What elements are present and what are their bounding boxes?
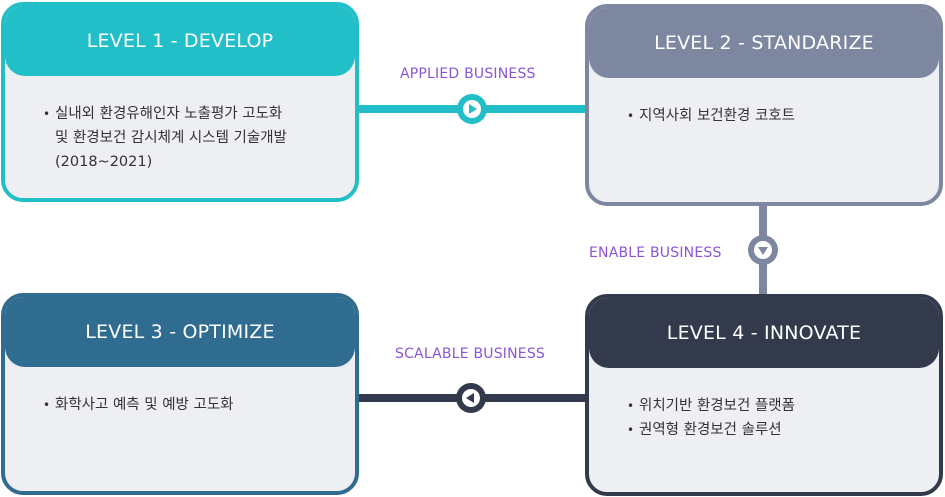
play-right-icon: [457, 94, 487, 124]
level-3-title: LEVEL 3 - OPTIMIZE: [5, 297, 355, 367]
list-item: 지역사회 보건환경 코호트: [627, 104, 939, 128]
connector-label-scalable: SCALABLE BUSINESS: [395, 346, 545, 362]
level-1-list: 실내외 환경유해인자 노출평가 고도화 및 환경보건 감시체계 시스템 기술개발…: [5, 76, 355, 174]
level-3-list: 화학사고 예측 및 예방 고도화: [5, 367, 355, 417]
play-left-icon: [456, 383, 486, 413]
level-4-card: LEVEL 4 - INNOVATE 위치기반 환경보건 플랫폼 권역형 환경보…: [585, 294, 943, 496]
level-1-card: LEVEL 1 - DEVELOP 실내외 환경유해인자 노출평가 고도화 및 …: [1, 2, 359, 202]
level-2-card: LEVEL 2 - STANDARIZE 지역사회 보건환경 코호트: [585, 4, 943, 206]
level-4-title: LEVEL 4 - INNOVATE: [589, 298, 939, 368]
play-down-icon: [748, 235, 778, 265]
level-2-list: 지역사회 보건환경 코호트: [589, 78, 939, 128]
level-4-list: 위치기반 환경보건 플랫폼 권역형 환경보건 솔루션: [589, 368, 939, 442]
list-item: 권역형 환경보건 솔루션: [627, 418, 939, 442]
connector-label-enable: ENABLE BUSINESS: [589, 245, 722, 261]
list-item: 위치기반 환경보건 플랫폼: [627, 394, 939, 418]
connector-label-applied: APPLIED BUSINESS: [400, 66, 536, 82]
level-1-title: LEVEL 1 - DEVELOP: [5, 6, 355, 76]
level-3-card: LEVEL 3 - OPTIMIZE 화학사고 예측 및 예방 고도화: [1, 293, 359, 495]
list-item: 실내외 환경유해인자 노출평가 고도화 및 환경보건 감시체계 시스템 기술개발…: [43, 102, 355, 174]
level-2-title: LEVEL 2 - STANDARIZE: [589, 8, 939, 78]
list-item: 화학사고 예측 및 예방 고도화: [43, 393, 355, 417]
